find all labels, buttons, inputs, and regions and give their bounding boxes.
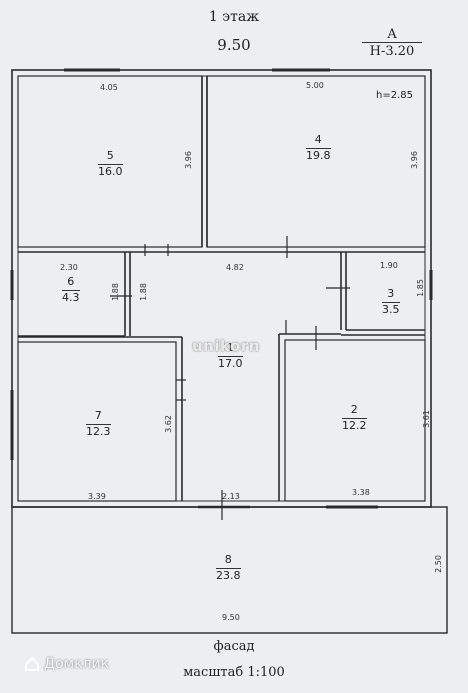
section-marker: А Н-3.20: [362, 28, 422, 58]
dim-room3-width: 1.90: [380, 261, 398, 270]
dim-room8-depth: 2.50: [433, 555, 443, 573]
room-5-label: 5 16.0: [98, 149, 123, 178]
floor-title: 1 этаж: [208, 9, 260, 25]
room-2-label: 2 12.2: [342, 403, 367, 432]
dim-room6-width: 2.30: [60, 263, 78, 272]
brand-overlay-logo: unikorn: [192, 337, 260, 355]
dim-room2-width: 3.38: [352, 488, 370, 497]
dim-room4-width: 5.00: [306, 81, 324, 90]
dim-room2-depth: 3.61: [421, 410, 431, 428]
section-marker-height: Н-3.20: [369, 44, 415, 59]
watermark-text: Домклик: [44, 656, 110, 672]
room-3-label: 3 3.5: [382, 287, 400, 316]
ceiling-height: h=2.85: [376, 90, 413, 101]
scale-label: масштаб 1:100: [183, 665, 285, 680]
room-7-label: 7 12.3: [86, 409, 111, 438]
watermark: Домклик: [24, 656, 109, 672]
house-icon: [25, 656, 39, 671]
dim-bottom-width: 9.50: [222, 613, 240, 622]
dim-hall-width: 4.82: [226, 263, 244, 272]
wall-room-2: [284, 339, 426, 502]
dim-hall-bottom-width: 2.13: [222, 492, 240, 501]
wall-room-7: [17, 341, 177, 502]
room-1-label: 1 17.0: [218, 341, 243, 370]
overall-width: 9.50: [217, 36, 251, 54]
dim-hall-left-depth: 1.88: [138, 283, 148, 301]
dim-room5-depth: 3.96: [183, 151, 193, 169]
dim-room3-depth: 1.85: [415, 279, 425, 297]
room-6-label: 6 4.3: [62, 275, 80, 304]
facade-label: фасад: [213, 639, 255, 654]
dim-room7-width: 3.39: [88, 492, 106, 501]
dim-room7-depth: 3.62: [163, 415, 173, 433]
dim-room5-width: 4.05: [100, 83, 118, 92]
section-marker-letter: А: [362, 28, 422, 43]
dim-room6-depth: 1.88: [110, 283, 120, 301]
dim-room4-depth: 3.96: [409, 151, 419, 169]
room-8-label: 8 23.8: [216, 553, 241, 582]
room-4-label: 4 19.8: [306, 133, 331, 162]
